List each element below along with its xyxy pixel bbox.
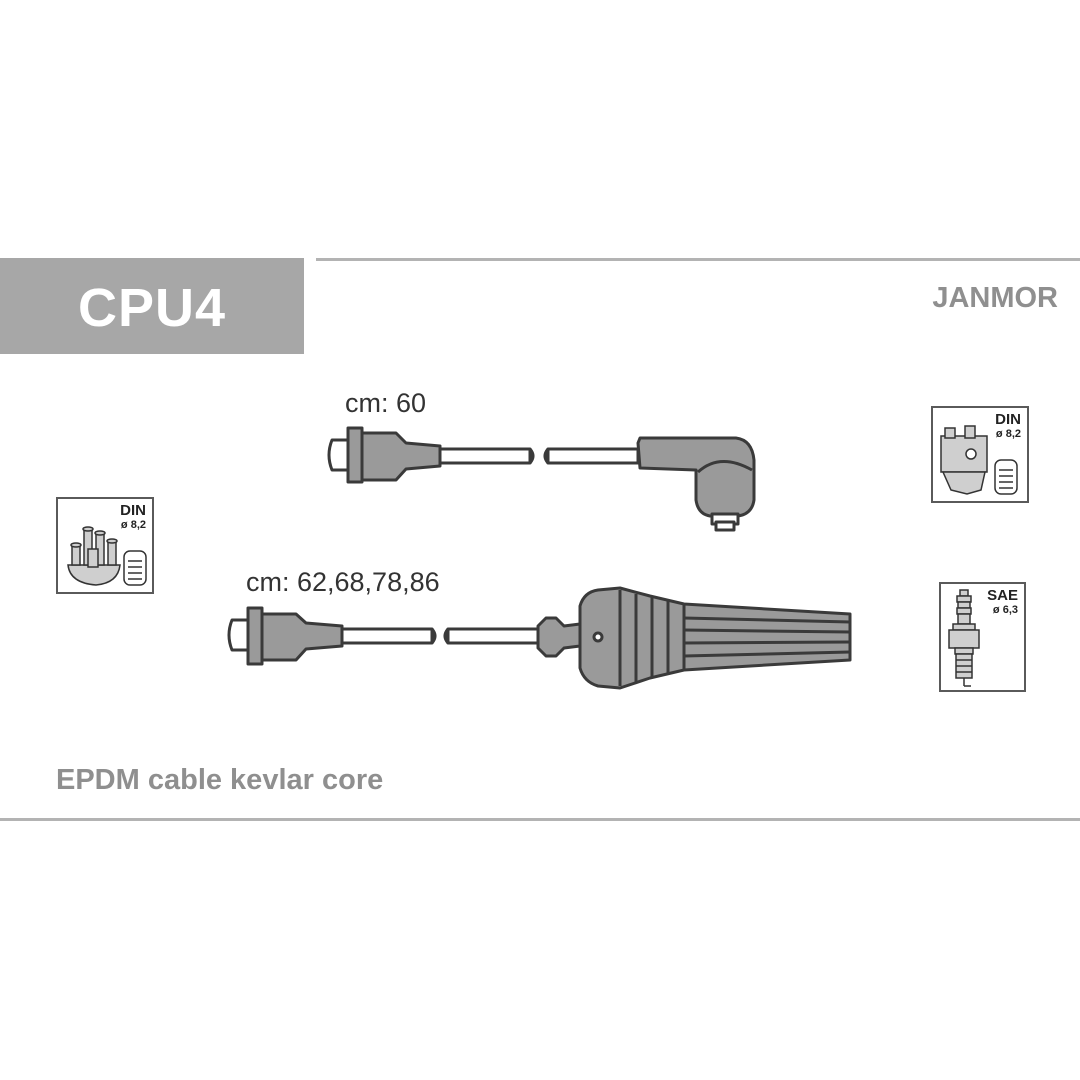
product-code-box [0,258,304,354]
footer-rule [0,818,1080,821]
cable-description: EPDM cable kevlar core [56,764,384,796]
lead-length-label-long: cm: 62,68,78,86 [246,567,440,597]
connector-diameter: ø 8,2 [120,519,146,531]
product-code: CPU4 [77,278,227,338]
ignition-coil-icon [940,425,1018,495]
connector-badge-coil: DIN ø 8,2 [931,406,1029,503]
connector-badge-distributor: DIN ø 8,2 [56,497,154,594]
header-rule [316,258,1080,261]
lead-length-label-short: cm: 60 [345,388,427,418]
connector-diameter: ø 6,3 [992,604,1018,616]
connector-diameter: ø 8,2 [995,428,1021,440]
connector-standard: SAE [987,587,1018,604]
lead-short [327,426,756,532]
connector-standard: DIN [995,411,1021,428]
lead-long [227,586,852,690]
brand-name: JANMOR [932,282,1058,314]
connector-badge-spark-plug: SAE ø 6,3 [939,582,1026,692]
spark-plug-icon [948,589,980,687]
connector-standard: DIN [120,502,146,519]
distributor-cap-icon [67,526,147,586]
